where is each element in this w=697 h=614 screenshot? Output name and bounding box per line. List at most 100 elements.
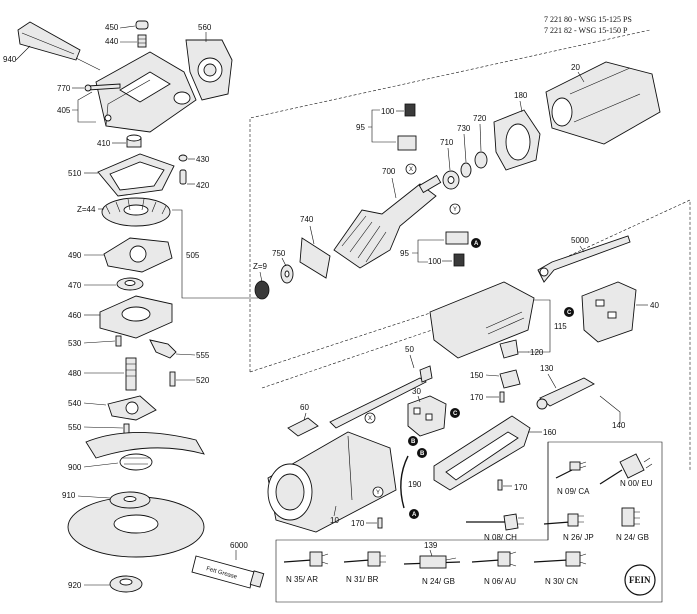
bearing-flange-460 xyxy=(99,295,173,339)
marker-c-2: C xyxy=(450,408,460,418)
cable-clamp-150 xyxy=(499,369,521,389)
label-740: 740 xyxy=(300,215,314,224)
svg-text:B: B xyxy=(420,451,425,457)
model-line-1: 7 221 80 - WSG 15-125 PS xyxy=(544,15,632,24)
bushing-410 xyxy=(126,134,142,148)
svg-text:B: B xyxy=(411,439,416,445)
label-510: 510 xyxy=(68,169,82,178)
plug-cn xyxy=(533,551,587,567)
plug-label-n00eu: N 00/ EU xyxy=(620,479,653,488)
label-120: 120 xyxy=(530,348,544,357)
label-170c: 170 xyxy=(351,519,365,528)
svg-text:A: A xyxy=(412,512,417,518)
ring-730 xyxy=(460,162,472,178)
label-140: 140 xyxy=(612,421,626,430)
gear-housing-cover xyxy=(95,51,197,133)
fan-740 xyxy=(299,237,331,279)
label-z9: Z=9 xyxy=(253,262,268,271)
plug-gb-b xyxy=(403,555,461,569)
wire-190 xyxy=(400,455,409,509)
clamp-nut-920 xyxy=(109,575,143,593)
label-95a: 95 xyxy=(356,123,365,132)
label-405: 405 xyxy=(57,106,71,115)
ring-720 xyxy=(474,151,488,169)
stator-20 xyxy=(545,61,661,145)
label-560: 560 xyxy=(198,23,212,32)
label-60: 60 xyxy=(300,403,309,412)
switch-30 xyxy=(407,395,447,437)
clamp-540 xyxy=(107,395,157,421)
label-900: 900 xyxy=(68,463,82,472)
marker-c-1: C xyxy=(564,307,574,317)
plate-490 xyxy=(103,237,173,273)
label-30: 30 xyxy=(412,387,421,396)
label-720: 720 xyxy=(473,114,487,123)
cable-sleeve-130 xyxy=(536,377,595,410)
switch-rod-50 xyxy=(329,365,433,429)
label-540: 540 xyxy=(68,399,82,408)
pin-530 xyxy=(115,335,122,347)
marker-y-1: Y xyxy=(449,203,461,215)
label-555: 555 xyxy=(196,351,210,360)
marker-y-2: Y xyxy=(372,486,384,498)
svg-text:X: X xyxy=(409,167,413,173)
bottom-cover-160 xyxy=(433,415,531,491)
label-z44: Z=44 xyxy=(77,205,96,214)
plug-ch xyxy=(466,513,524,531)
label-139: 139 xyxy=(424,541,438,550)
label-150: 150 xyxy=(470,371,484,380)
screw-520 xyxy=(169,371,176,387)
motor-housing-10 xyxy=(267,431,397,533)
model-line-2: 7 221 82 - WSG 15-150 P xyxy=(544,26,628,35)
label-170b: 170 xyxy=(514,483,528,492)
plug-label-n26jp: N 26/ JP xyxy=(563,533,594,542)
label-5000: 5000 xyxy=(571,236,589,245)
clip-120 xyxy=(499,339,519,359)
guard-bracket-560 xyxy=(185,39,233,101)
spindle-480 xyxy=(125,357,137,391)
bearing-710 xyxy=(442,170,460,190)
label-440: 440 xyxy=(105,37,119,46)
label-530: 530 xyxy=(68,339,82,348)
label-170a: 170 xyxy=(470,393,484,402)
label-100b: 100 xyxy=(428,257,442,266)
gasket-510 xyxy=(97,153,175,197)
label-180: 180 xyxy=(514,91,528,100)
screw-770 xyxy=(84,83,121,92)
wheel-guard-900 xyxy=(85,432,205,471)
label-115: 115 xyxy=(554,322,567,331)
label-730: 730 xyxy=(457,124,471,133)
label-420: 420 xyxy=(196,181,210,190)
marker-b-2: B xyxy=(417,448,427,458)
label-920: 920 xyxy=(68,581,82,590)
side-handle xyxy=(17,21,101,71)
svg-text:Y: Y xyxy=(453,207,457,213)
svg-text:C: C xyxy=(453,411,458,417)
label-520: 520 xyxy=(196,376,210,385)
grinding-disc-910 xyxy=(67,491,205,558)
fan-guide-180 xyxy=(493,109,541,171)
marker-a-2: A xyxy=(409,509,419,519)
motor-cover-115 xyxy=(429,281,535,359)
electronics-40 xyxy=(581,281,637,343)
leader-115 xyxy=(528,299,551,353)
plug-gb-a xyxy=(621,507,640,527)
lock-spring-555 xyxy=(149,339,177,359)
label-710: 710 xyxy=(440,138,454,147)
bevel-gear-z44 xyxy=(101,197,171,227)
brushholder-95a xyxy=(397,103,417,151)
plug-label-n31br: N 31/ BR xyxy=(346,575,379,584)
pinion-z9 xyxy=(254,280,270,300)
label-770: 770 xyxy=(57,84,71,93)
label-6000: 6000 xyxy=(230,541,248,550)
label-160: 160 xyxy=(543,428,557,437)
plug-au xyxy=(471,551,517,567)
pin-430-420 xyxy=(178,154,188,185)
screw-170c xyxy=(377,517,383,529)
plug-label-n35ar: N 35/ AR xyxy=(286,575,318,584)
label-470: 470 xyxy=(68,281,82,290)
label-550: 550 xyxy=(68,423,82,432)
label-460: 460 xyxy=(68,311,82,320)
